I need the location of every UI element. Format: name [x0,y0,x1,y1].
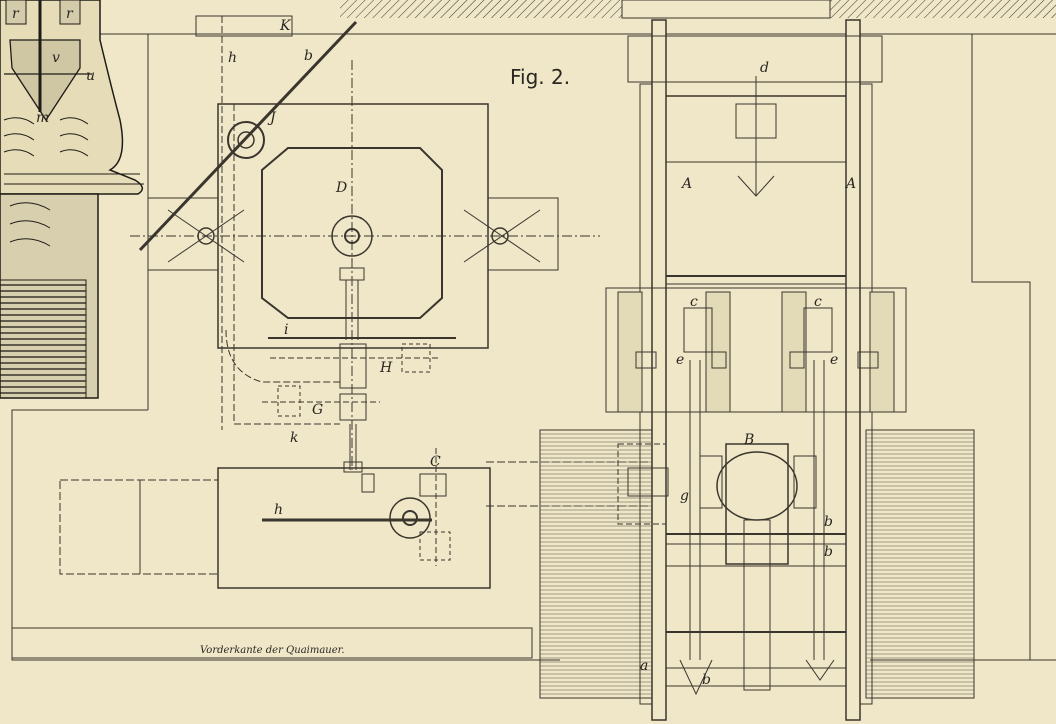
label-d: d [760,60,769,76]
label-C: C [430,454,441,470]
label-e-right: e [830,352,838,368]
label-m: m [36,110,49,126]
label-J: J [267,110,277,126]
label-D: D [335,180,347,196]
label-u: u [86,68,95,84]
label-b-right2: b [824,544,833,560]
label-K: K [279,18,292,34]
label-b-top: b [304,48,313,64]
label-h-top: h [228,50,237,66]
drawing-labels: Fig. 2. Vorderkante der Quaimauer. K h b… [12,6,856,688]
label-b-bottom: b [702,672,711,688]
label-e-left: e [676,352,684,368]
label-A-right: A [844,176,856,192]
label-b-right1: b [824,514,833,530]
label-i: i [284,322,288,338]
label-G: G [312,402,323,418]
label-a: a [640,658,648,674]
top-hatched-band [0,0,1056,35]
label-B: B [743,432,754,448]
label-g: g [680,488,689,504]
label-c-left: c [690,294,698,310]
elevation-view [539,19,1056,721]
caption-quay-edge: Vorderkante der Quaimauer. [200,645,345,656]
label-r-right: r [66,6,74,22]
turret-section [0,0,144,399]
label-r-left: r [12,6,20,22]
plan-view [11,15,660,661]
figure-title: Fig. 2. [510,65,570,89]
label-c-right: c [814,294,822,310]
label-v: v [52,50,60,66]
label-k: k [290,430,298,446]
label-H: H [379,360,393,376]
label-A-left: A [680,176,692,192]
label-h-low: h [274,502,283,518]
